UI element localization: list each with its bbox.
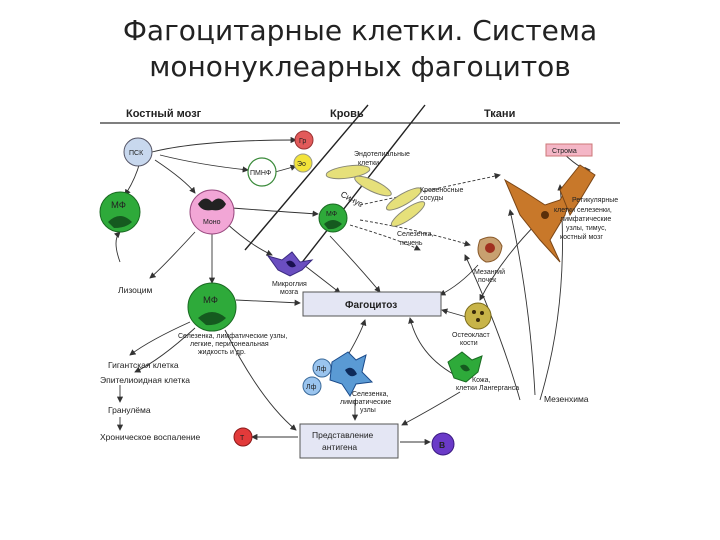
- reticular-label-1: Ретикулярные: [572, 197, 618, 204]
- macrophage-sinus: МФ: [318, 203, 348, 233]
- eo-label: Эо: [297, 161, 306, 168]
- arrow-psk-to-gr: [151, 136, 297, 153]
- arrow-pmnf-to-eo: [274, 164, 297, 173]
- lf1-label: Лф: [316, 366, 327, 373]
- mesangial-label-1: Мезангий: [474, 268, 505, 276]
- stroma-box: Строма: [545, 143, 593, 157]
- reticular-cells: [503, 164, 596, 263]
- macrophage-left: МФ: [99, 191, 141, 233]
- epithelioid-label: Эпителиоидная клетка: [100, 375, 190, 385]
- phagocytosis-label: Фагоцитоз: [345, 300, 397, 311]
- mesangial-label-2: почек: [478, 277, 497, 284]
- lymphocyte-1: Лф: [312, 358, 332, 378]
- skin-label-2: клетки Лангерганса: [456, 385, 519, 392]
- t-label: Т: [240, 435, 245, 442]
- spleen-lymph-label-3: узлы: [360, 407, 376, 414]
- header-bone-marrow: Костный мозг: [126, 108, 202, 120]
- macrophage-main: МФ: [187, 282, 237, 332]
- spleen-lymph-label-1: Селезенка,: [352, 391, 389, 398]
- slide-title-line-1: Фагоцитарные клетки. Система: [122, 14, 598, 47]
- b-cell: В: [431, 432, 455, 456]
- antigen-label-1: Представление: [312, 430, 374, 440]
- microglia-cell: [266, 251, 314, 277]
- reticular-label-5: костный мозг: [560, 233, 603, 241]
- mono-label: Моно: [203, 219, 221, 226]
- arrow-to-phagocytosis-1: [329, 235, 381, 293]
- blood-vessels-label-1: Кровеносные: [420, 187, 464, 194]
- osteoclast-cell: [464, 302, 492, 330]
- endothelial-label-1: Эндотелиальные: [354, 151, 410, 158]
- antigen-label-2: антигена: [322, 442, 357, 452]
- t-cell: Т: [233, 427, 253, 447]
- sinus-label: Синус: [339, 189, 366, 209]
- arrow-mf-to-epithelioid: [134, 327, 196, 373]
- osteoclast-label-1: Остеокласт: [452, 332, 490, 339]
- lf2-label: Лф: [306, 384, 317, 391]
- arrow-sinus-to-tissues: [359, 173, 501, 206]
- microglia-label-1: Микроглия: [272, 281, 307, 288]
- eosinophil-cell: Эо: [293, 153, 313, 173]
- stroma-label: Строма: [552, 148, 577, 155]
- arrow-mesenchyme-to-tissue: [508, 209, 536, 396]
- mesenchyme-label: Мезенхима: [544, 394, 589, 404]
- psk-cell: ПСК: [123, 137, 153, 167]
- arrow-sinus-to-mesangial: [359, 219, 471, 247]
- arrow-mesangial-to-phagocytosis: [439, 264, 479, 296]
- pmnf-label: ПМНФ: [250, 170, 271, 177]
- langerhans-cell: [447, 351, 483, 383]
- arrow-mf-to-giant: [129, 321, 191, 356]
- organs-label-2: легкие, перитонеальная: [190, 341, 269, 348]
- arrow-mf-to-phagocytosis: [235, 299, 301, 306]
- mf-left-label: МФ: [111, 200, 126, 211]
- organs-label-3: жидкость и др.: [198, 349, 246, 356]
- arrow-skin-to-antigen: [401, 391, 461, 426]
- lysozyme-label: Лизоцим: [118, 285, 152, 295]
- granuloma-label: Гранулёма: [108, 405, 151, 415]
- microglia-label-2: мозга: [280, 289, 298, 296]
- b-label: В: [439, 440, 445, 450]
- spleen-liver-label-2: печень: [400, 240, 423, 247]
- skin-label-1: Кожа,: [472, 377, 490, 384]
- giant-cell-label: Гигантская клетка: [108, 360, 179, 370]
- organs-label-1: Селезенка, лимфатические узлы,: [178, 333, 287, 340]
- mf-sinus-label: МФ: [326, 211, 337, 218]
- slide-title-line-2: мононуклеарных фагоцитов: [149, 50, 571, 83]
- mesangial-cell: [477, 236, 503, 263]
- chronic-inflammation-label: Хроническое воспаление: [100, 432, 200, 442]
- arrow-psk-to-pmnf: [159, 154, 249, 173]
- arrow-mono-to-mf-sinus: [231, 207, 319, 217]
- endothelial-label-2: клетки: [358, 160, 379, 167]
- psk-label: ПСК: [129, 150, 144, 157]
- antigen-presentation-box: Представление антигена: [299, 423, 399, 459]
- arrow-mf-left-up: [113, 231, 121, 263]
- reticular-label-2: клетки селезенки,: [554, 207, 612, 214]
- phagocytosis-box: Фагоцитоз: [302, 291, 442, 317]
- reticular-label-4: узлы, тимус,: [566, 225, 607, 232]
- arrow-mf-to-antigen: [224, 329, 297, 431]
- marrow-blood-boundary: [244, 104, 369, 251]
- lymphocyte-2: Лф: [302, 376, 322, 396]
- header-tissues: Ткани: [484, 108, 515, 120]
- granulocyte-cell: Гр: [294, 130, 314, 150]
- mf-main-label: МФ: [203, 295, 218, 306]
- blood-vessels-label-2: сосуды: [420, 195, 443, 202]
- gr-label: Гр: [299, 138, 306, 145]
- osteoclast-label-2: кости: [460, 340, 478, 347]
- arrow-mono-to-lysozyme: [149, 231, 196, 279]
- arrow-psk-to-mono: [154, 159, 196, 194]
- arrow-mesenchyme-to-mesangial: [464, 254, 521, 401]
- arrow-psk-to-mf: [124, 161, 141, 196]
- endothelial-cells: [325, 164, 426, 227]
- pmnf-cell: ПМНФ: [247, 157, 277, 187]
- monocyte-cell: Моно: [189, 189, 235, 235]
- spleen-liver-label-1: Селезенка,: [397, 231, 434, 238]
- reticular-label-3: лимфатические: [560, 216, 611, 223]
- spleen-lymph-label-2: лимфатические: [340, 399, 391, 406]
- dendritic-cell: [329, 351, 374, 397]
- header-blood: Кровь: [330, 108, 364, 120]
